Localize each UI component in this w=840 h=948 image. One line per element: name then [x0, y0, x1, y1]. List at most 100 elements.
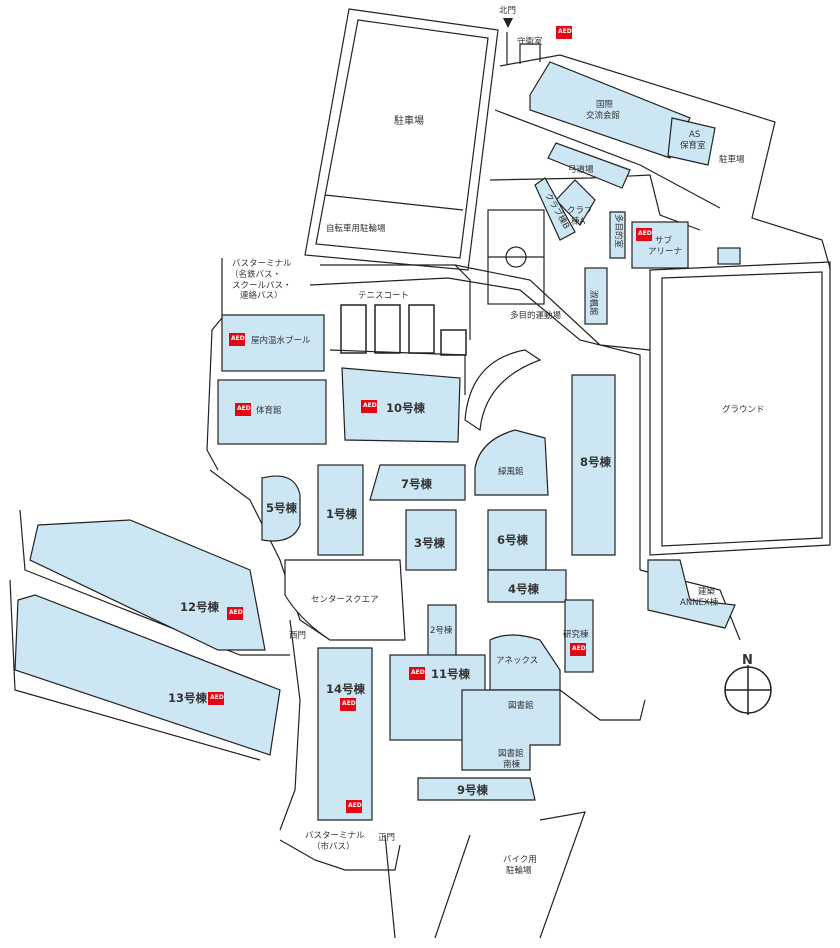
center-square-label: センタースクエア	[311, 595, 379, 605]
bus-terminal-label-3: スクールバス・	[232, 281, 292, 291]
building-5-label: 5号棟	[266, 501, 298, 515]
bus-terminal-label-4: 連絡バス）	[240, 290, 283, 301]
building-club-b[interactable]	[534, 177, 576, 241]
building-1-label: 1号棟	[326, 507, 358, 521]
building-8[interactable]	[571, 374, 616, 556]
aed-icon: AED	[556, 26, 572, 39]
as-label-1: AS	[689, 130, 700, 140]
bus-city-label-1: バスターミナル	[305, 831, 365, 841]
bus-terminal-label-2: （名鉄バス・	[230, 269, 281, 280]
annex-label: アネックス	[496, 656, 538, 666]
main-gate-label: 正門	[378, 833, 395, 843]
building-club-a[interactable]	[555, 179, 596, 226]
svg-text:AED: AED	[572, 645, 586, 652]
building-multi-room[interactable]	[609, 211, 626, 259]
bus-city-label-2: （市バス）	[312, 841, 355, 852]
building-13[interactable]	[14, 594, 281, 756]
sub-arena-label-2: アリーナ	[648, 247, 682, 257]
building-6[interactable]	[487, 509, 547, 571]
library-south-label-1: 図書館	[498, 748, 524, 759]
annex-arch-label-2: ANNEX棟	[680, 597, 719, 608]
compass-icon: N	[724, 653, 772, 715]
west-gate-label: 西門	[289, 631, 306, 641]
field-label: 多目的運動場	[510, 310, 562, 321]
bike-label-2: 駐輪場	[506, 865, 532, 876]
library-label: 図書館	[508, 700, 534, 711]
aed-icon: AED	[409, 667, 425, 680]
bus-terminal-label-1: バスターミナル	[232, 259, 292, 269]
building-12-label: 12号棟	[180, 600, 220, 614]
building-pool[interactable]	[221, 314, 325, 372]
building-12[interactable]	[29, 519, 266, 651]
building-1[interactable]	[317, 464, 364, 556]
building-annex[interactable]	[489, 634, 561, 691]
building-library[interactable]	[461, 689, 561, 771]
building-2-label: 2号棟	[430, 625, 453, 636]
aed-icon: AED	[361, 400, 377, 413]
club-a-label-2: 棟A	[571, 216, 586, 227]
kyudo-label: 弓道場	[568, 164, 594, 175]
bike-label-1: バイク用	[503, 855, 537, 865]
annex-arch-label-1: 建築	[698, 586, 716, 597]
gym-label: 体育館	[256, 405, 282, 416]
building-international-hall[interactable]	[529, 61, 691, 159]
sub-arena-label-1: サブ	[655, 235, 673, 246]
building-annex-arch[interactable]	[647, 559, 736, 629]
north-gate-arrow-icon	[503, 18, 513, 28]
building-8-label: 8号棟	[580, 455, 612, 469]
ryokufu-label: 緑風館	[498, 466, 524, 477]
club-a-label-1: クラブ	[567, 205, 593, 216]
svg-text:AED: AED	[348, 802, 362, 809]
building-9-label: 9号棟	[457, 783, 489, 797]
building-9[interactable]	[417, 777, 536, 801]
aed-icon: AED	[227, 607, 243, 620]
compass-north-label: N	[742, 653, 753, 668]
building-ryokufu[interactable]	[474, 429, 549, 496]
aed-icon: AED	[346, 800, 362, 813]
as-label-2: 保育室	[680, 140, 706, 151]
svg-text:AED: AED	[411, 669, 425, 676]
building-13-label: 13号棟	[168, 691, 208, 705]
building-research[interactable]	[564, 599, 594, 673]
aed-icon: AED	[208, 692, 224, 705]
svg-text:AED: AED	[229, 609, 243, 616]
building-10[interactable]	[341, 367, 461, 443]
svg-text:AED: AED	[342, 700, 356, 707]
building-ryoshin[interactable]	[584, 267, 608, 325]
building-3-label: 3号棟	[414, 536, 446, 550]
aed-markers: AED AED AED AED AED AED AED AED AED AED …	[208, 26, 652, 813]
north-gate-label: 北門	[499, 6, 516, 16]
intl-label-1: 国際	[596, 99, 614, 110]
building-5[interactable]	[261, 475, 301, 542]
aed-icon: AED	[235, 403, 251, 416]
map-labels: 北門 守衛室 駐車場 自転車用駐輪場 国際 交流会館 AS 保育室 駐車場 弓道…	[168, 6, 765, 876]
ground-label: グラウンド	[722, 404, 765, 415]
building-10-label: 10号棟	[386, 401, 426, 415]
road-outlines	[9, 8, 831, 939]
building-kyudo[interactable]	[547, 142, 631, 189]
library-south-label-2: 南棟	[503, 759, 521, 770]
research-label: 研究棟	[563, 629, 589, 640]
building-small-annex[interactable]	[717, 247, 741, 265]
building-2[interactable]	[427, 604, 457, 661]
svg-text:AED: AED	[237, 405, 251, 412]
aed-icon: AED	[229, 333, 245, 346]
aed-icon: AED	[636, 228, 652, 241]
tennis-label: テニスコート	[358, 291, 409, 301]
aed-icon: AED	[340, 698, 356, 711]
building-4[interactable]	[487, 569, 567, 603]
parking-top-label: 駐車場	[394, 114, 424, 127]
building-as-nursery[interactable]	[667, 117, 716, 166]
building-11-label: 11号棟	[431, 667, 471, 681]
building-14[interactable]	[317, 647, 373, 821]
buildings	[14, 61, 741, 821]
pool-label: 屋内温水プール	[251, 335, 311, 346]
multi-room-label: 多目的室	[613, 214, 624, 249]
building-7[interactable]	[369, 464, 466, 501]
aed-icon: AED	[570, 643, 586, 656]
building-3[interactable]	[405, 509, 457, 571]
intl-label-2: 交流会館	[586, 110, 620, 121]
building-6-label: 6号棟	[497, 533, 529, 547]
building-4-label: 4号棟	[508, 582, 540, 596]
